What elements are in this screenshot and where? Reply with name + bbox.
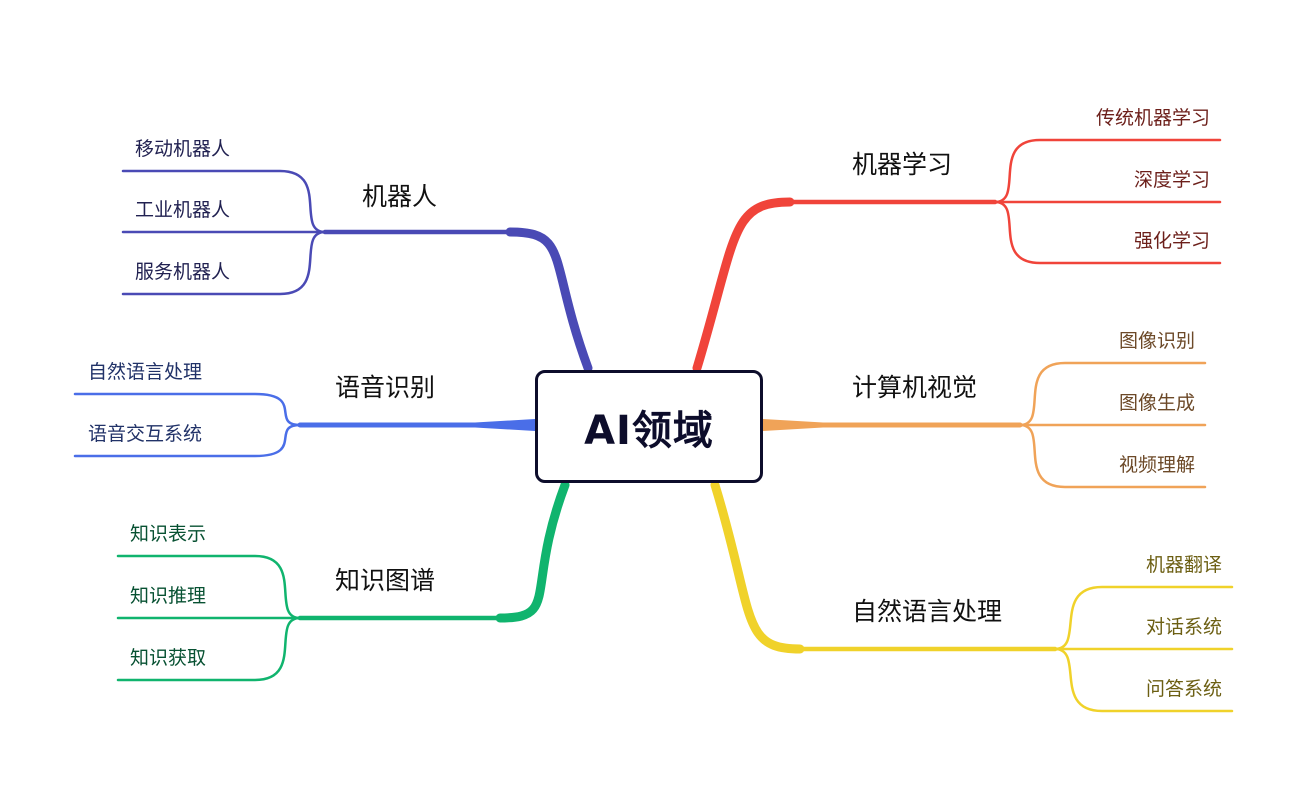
- leaf-connector-kg-0: [116, 554, 302, 620]
- leaf-label-nlp-0[interactable]: 机器翻译: [1145, 554, 1222, 576]
- leaf-label-robot-1[interactable]: 工业机器人: [135, 199, 231, 221]
- branch-connector-nlp: [710, 480, 805, 654]
- branch-label-nlp[interactable]: 自然语言处理: [852, 597, 1003, 626]
- leaf-connector-robot-0: [121, 169, 327, 234]
- leaf-label-robot-0[interactable]: 移动机器人: [135, 138, 231, 160]
- branch-label-speech[interactable]: 语音识别: [335, 373, 436, 402]
- leaf-connector-speech-1: [73, 423, 302, 458]
- leaf-label-robot-2[interactable]: 服务机器人: [135, 261, 231, 283]
- branch-label-kg[interactable]: 知识图谱: [335, 566, 436, 595]
- leaf-label-cv-1[interactable]: 图像生成: [1118, 392, 1195, 414]
- leaf-label-nlp-1[interactable]: 对话系统: [1145, 616, 1222, 638]
- branch-taper-speech: [475, 419, 535, 431]
- leaf-label-ml-2[interactable]: 强化学习: [1133, 230, 1210, 252]
- leaf-connector-cv-2: [1018, 423, 1207, 489]
- leaf-connector-ml-0: [993, 138, 1222, 204]
- root-node[interactable]: AI领域: [535, 370, 763, 483]
- leaf-label-kg-2[interactable]: 知识获取: [130, 647, 207, 669]
- leaf-connector-nlp-2: [1053, 647, 1234, 713]
- leaf-connector-ml-2: [993, 200, 1222, 265]
- leaf-label-nlp-2[interactable]: 问答系统: [1145, 678, 1222, 700]
- leaf-connector-speech-0: [73, 392, 302, 427]
- leaf-label-speech-0[interactable]: 自然语言处理: [88, 361, 203, 383]
- leaf-connector-nlp-0: [1053, 585, 1234, 651]
- leaf-label-kg-1[interactable]: 知识推理: [130, 585, 207, 607]
- leaf-label-kg-0[interactable]: 知识表示: [130, 523, 207, 545]
- leaf-label-ml-0[interactable]: 传统机器学习: [1095, 107, 1210, 129]
- branch-connector-kg: [495, 480, 570, 623]
- branch-connector-robot: [505, 227, 593, 373]
- leaf-label-speech-1[interactable]: 语音交互系统: [88, 423, 203, 445]
- root-label: AI领域: [584, 407, 714, 454]
- branch-taper-cv: [763, 419, 823, 431]
- leaf-label-cv-2[interactable]: 视频理解: [1118, 454, 1195, 476]
- branch-label-robot[interactable]: 机器人: [362, 182, 438, 211]
- leaf-connector-robot-2: [121, 230, 327, 296]
- branch-label-cv[interactable]: 计算机视觉: [852, 373, 978, 402]
- branch-label-ml[interactable]: 机器学习: [852, 150, 953, 179]
- leaf-label-cv-0[interactable]: 图像识别: [1118, 330, 1195, 352]
- branch-connector-ml: [692, 197, 795, 373]
- leaf-connector-kg-2: [116, 616, 302, 682]
- leaf-connector-cv-0: [1018, 361, 1207, 427]
- leaf-label-ml-1[interactable]: 深度学习: [1133, 169, 1210, 191]
